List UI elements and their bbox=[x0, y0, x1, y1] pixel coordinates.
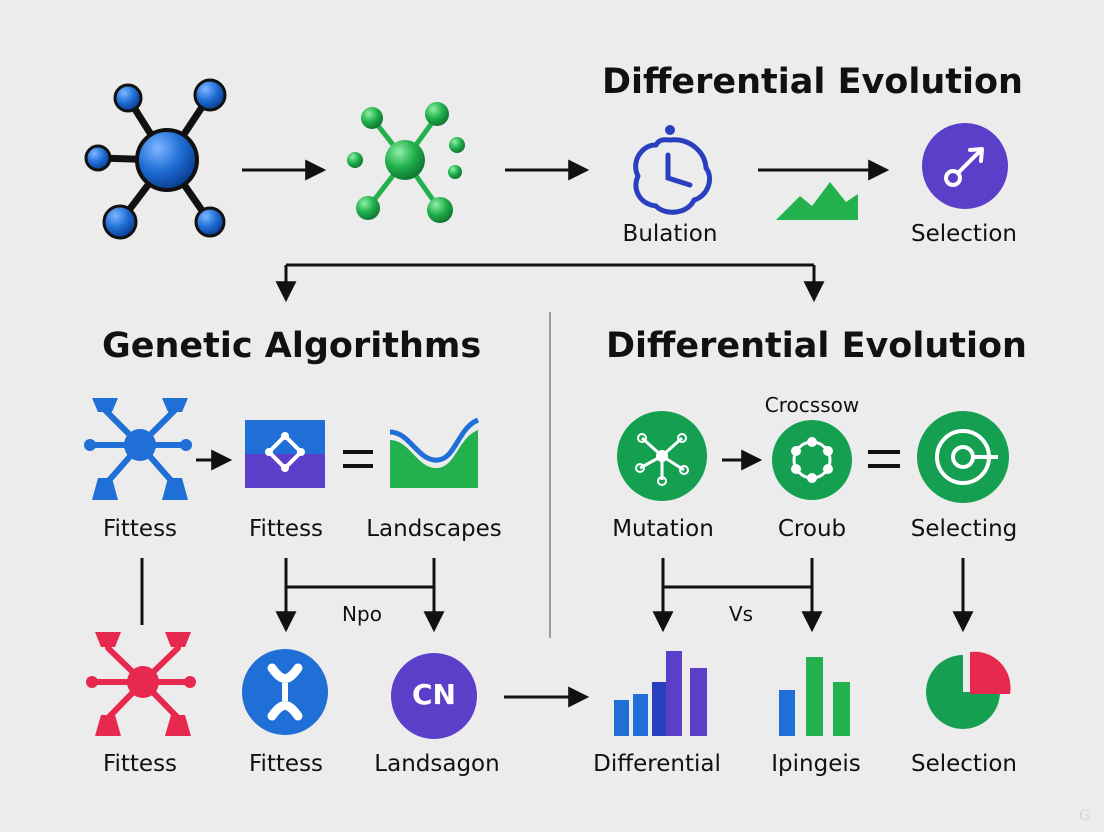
label-top-selection: Selection bbox=[911, 221, 1017, 247]
label-ga-bottom-fittess-2: Fittess bbox=[248, 751, 324, 777]
croub-badge-icon bbox=[772, 420, 852, 500]
label-npo: Npo bbox=[342, 602, 382, 626]
label-de-selecting: Selecting bbox=[910, 516, 1018, 542]
landscape-icon bbox=[389, 417, 480, 488]
label-ga-landscapes: Landscapes bbox=[366, 516, 502, 542]
selection-badge-icon bbox=[922, 123, 1008, 209]
mountain-icon bbox=[776, 182, 858, 220]
selection-pie-icon bbox=[926, 651, 1011, 729]
label-de-selection: Selection bbox=[911, 751, 1017, 777]
label-de-differential: Differential bbox=[593, 751, 721, 777]
label-de-ipingeis: Ipingeis bbox=[771, 751, 861, 777]
chromosome-badge-icon bbox=[242, 649, 328, 735]
equals-sign-ga bbox=[343, 450, 373, 468]
blue-molecule-icon bbox=[84, 78, 227, 240]
ga-network-icon-blue bbox=[84, 398, 192, 500]
cn-badge-text: CN bbox=[412, 678, 456, 711]
selecting-target-icon bbox=[917, 411, 1009, 503]
clock-badge-icon bbox=[633, 125, 712, 215]
green-molecule-icon bbox=[347, 102, 465, 223]
ipingeis-bar-icon bbox=[779, 657, 850, 736]
label-ga-fittess-2: Fittess bbox=[248, 516, 324, 542]
label-de-crossover: Crocssow bbox=[764, 393, 860, 417]
mutation-badge-icon bbox=[617, 411, 707, 501]
label-de-mutation: Mutation bbox=[612, 516, 714, 542]
equals-sign-de bbox=[868, 450, 900, 468]
label-ga-bottom-fittess-1: Fittess bbox=[102, 751, 178, 777]
label-de-croub: Croub bbox=[777, 516, 847, 542]
watermark: G bbox=[1079, 808, 1090, 824]
label-bulation: Bulation bbox=[622, 221, 718, 247]
label-vs: Vs bbox=[728, 602, 754, 626]
de-vs-connector bbox=[652, 558, 823, 633]
differential-bar-icon bbox=[614, 651, 707, 736]
top-title: Differential Evolution bbox=[602, 62, 1023, 102]
cn-badge-icon bbox=[391, 653, 477, 739]
fitness-square-icon bbox=[245, 420, 325, 488]
genetic-algorithms-heading: Genetic Algorithms bbox=[102, 326, 482, 366]
ga-network-icon-red bbox=[86, 632, 196, 736]
ga-npo-connector bbox=[275, 558, 445, 633]
label-ga-fittess-1: Fittess bbox=[102, 516, 178, 542]
label-ga-landsagon: Landsagon bbox=[374, 751, 500, 777]
branch-connector bbox=[275, 263, 825, 303]
differential-evolution-heading: Differential Evolution bbox=[606, 326, 1027, 366]
